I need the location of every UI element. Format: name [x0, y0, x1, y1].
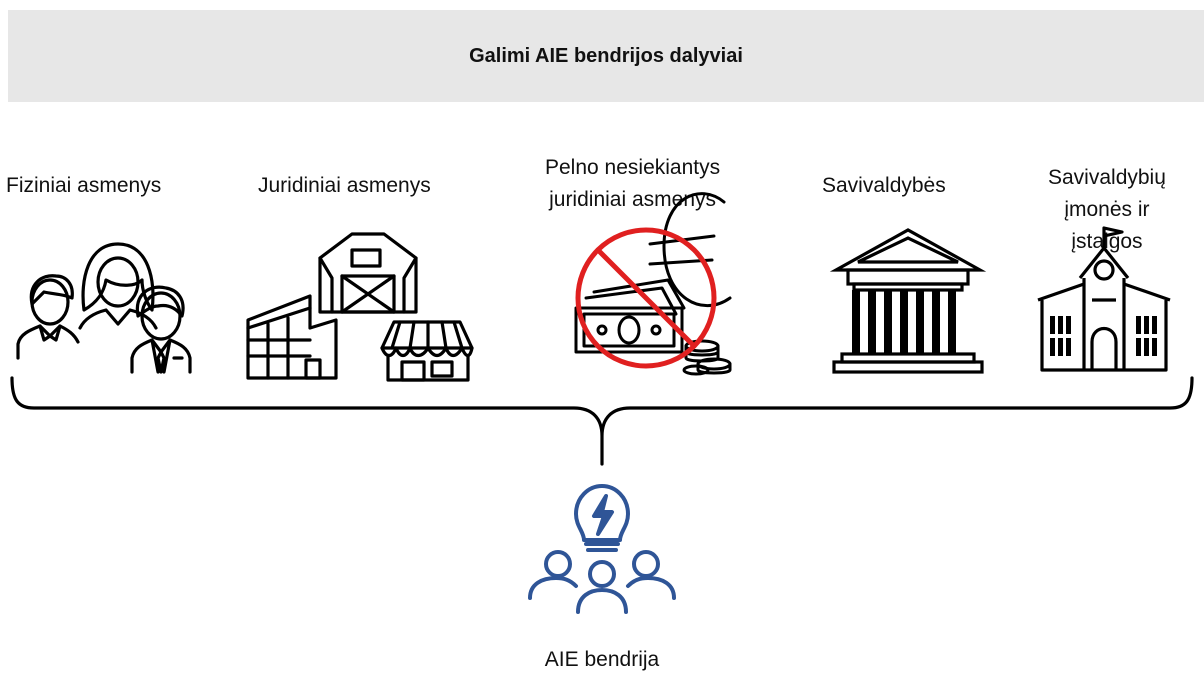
- label-legal-persons: Juridiniai asmenys: [258, 174, 431, 197]
- people-group-icon: [8, 232, 208, 382]
- label-municipal-enterprises: Savivaldybių įmonės ir įstaigos: [1048, 166, 1166, 253]
- diagram-title: Galimi AIE bendrijos dalyviai: [469, 44, 743, 67]
- business-buildings-icon: [240, 228, 480, 388]
- energy-community-icon: [522, 478, 686, 618]
- header-band: Galimi AIE bendrijos dalyviai: [8, 10, 1204, 102]
- label-municipalities: Savivaldybės: [822, 174, 946, 197]
- community-label: AIE bendrija: [544, 648, 660, 671]
- label-non-profit-legal-persons: Pelno nesiekiantys juridiniai asmenys: [545, 156, 721, 211]
- school-building-icon: [1034, 224, 1174, 374]
- government-building-icon: [828, 228, 988, 378]
- no-money-icon: [572, 180, 742, 380]
- label-natural-persons: Fiziniai asmenys: [6, 174, 162, 197]
